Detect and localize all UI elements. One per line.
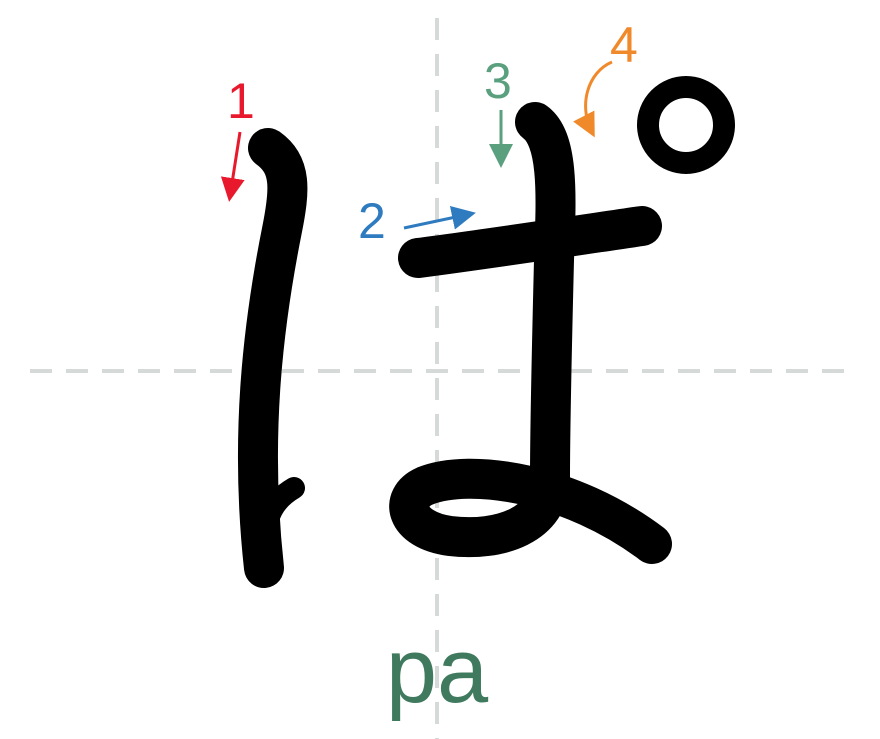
romaji-label: pa — [386, 620, 489, 722]
stroke-4-arrow — [573, 60, 613, 138]
glyph-stroke-1 — [237, 128, 308, 588]
glyph-stroke-4-handakuten — [637, 76, 735, 174]
glyph-pa — [237, 76, 735, 588]
stroke-2-arrow — [403, 205, 476, 230]
stroke-number-1: 1 — [227, 73, 255, 129]
glyph-stroke-3 — [389, 102, 672, 564]
stroke-1-arrow — [220, 131, 245, 202]
stroke-number-2: 2 — [358, 193, 386, 249]
stroke-number-4: 4 — [610, 17, 638, 73]
glyph-stroke-1-hook — [257, 477, 305, 531]
glyph-stroke-2 — [398, 206, 662, 278]
stroke-number-3: 3 — [484, 53, 512, 109]
